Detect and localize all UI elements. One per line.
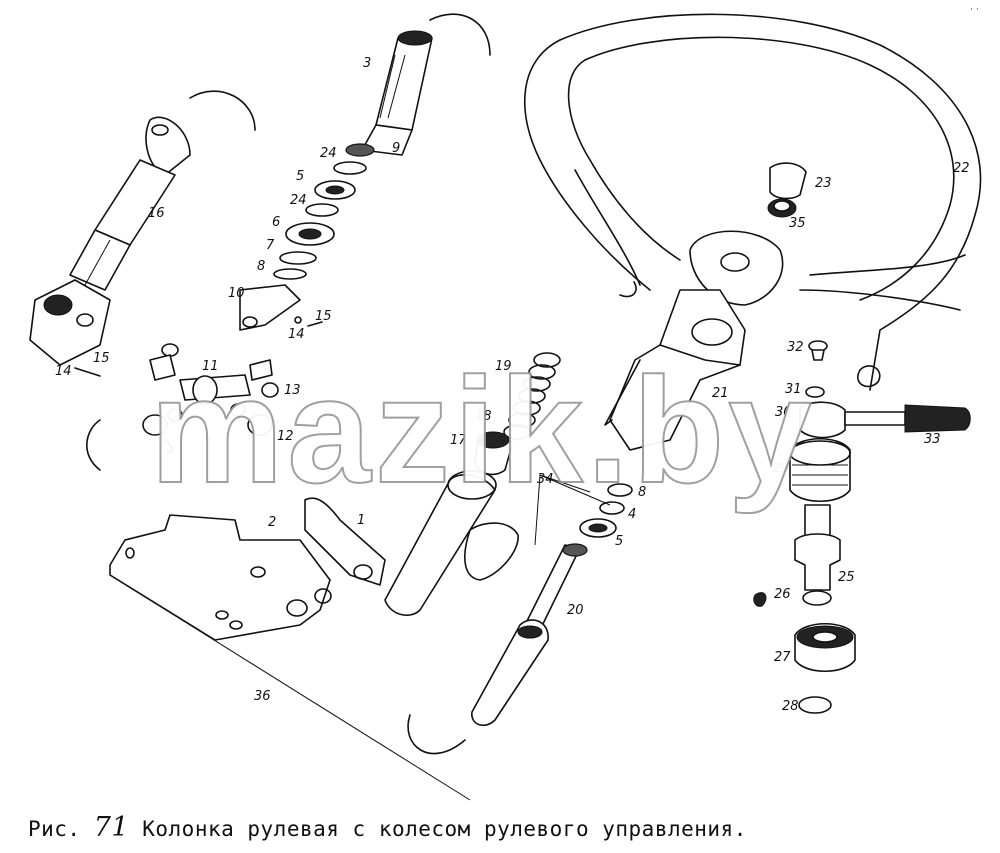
label-2: 2 bbox=[268, 515, 276, 530]
label-27: 27 bbox=[774, 650, 791, 665]
label-8a: 8 bbox=[257, 259, 265, 274]
figure-caption: Рис. 71 Колонка рулевая с колесом рулево… bbox=[28, 812, 747, 843]
label-14a: 14 bbox=[55, 364, 72, 379]
label-17: 17 bbox=[450, 433, 467, 448]
label-19: 19 bbox=[495, 359, 512, 374]
label-23: 23 bbox=[815, 176, 832, 191]
label-11: 11 bbox=[202, 359, 219, 374]
label-18: 18 bbox=[475, 409, 492, 424]
label-5b: 5 bbox=[615, 534, 623, 549]
label-33: 33 bbox=[924, 432, 941, 447]
label-15b: 15 bbox=[315, 309, 332, 324]
column-shroud bbox=[604, 289, 746, 451]
bearing-stack bbox=[239, 161, 367, 331]
label-35: 35 bbox=[789, 216, 806, 231]
label-4: 4 bbox=[628, 507, 636, 522]
caption-text: Колонка рулевая с колесом рулевого управ… bbox=[142, 817, 747, 841]
label-13: 13 bbox=[284, 383, 301, 398]
caption-prefix: Рис. bbox=[28, 817, 81, 841]
label-3: 3 bbox=[363, 56, 371, 71]
label-36: 36 bbox=[254, 689, 271, 704]
column-tube bbox=[304, 470, 519, 616]
label-21: 21 bbox=[712, 386, 729, 401]
splined-shaft bbox=[345, 30, 433, 157]
label-32: 32 bbox=[787, 340, 804, 355]
label-5a: 5 bbox=[296, 169, 304, 184]
label-7: 7 bbox=[266, 238, 275, 253]
label-28: 28 bbox=[782, 699, 799, 714]
label-6: 6 bbox=[272, 215, 280, 230]
lower-shaft bbox=[471, 474, 633, 727]
label-1: 1 bbox=[357, 513, 365, 528]
label-16: 16 bbox=[148, 206, 165, 221]
mounting-bracket bbox=[109, 514, 471, 801]
cardan-shaft bbox=[29, 116, 191, 377]
rotation-arrows bbox=[86, 13, 491, 755]
label-24b: 24 bbox=[290, 193, 307, 208]
caption-number: 71 bbox=[93, 812, 130, 843]
switch-assembly bbox=[753, 340, 971, 714]
label-20: 20 bbox=[567, 603, 584, 618]
label-8b: 8 bbox=[638, 485, 646, 500]
steering-wheel bbox=[523, 13, 982, 391]
spring bbox=[474, 352, 561, 476]
label-10: 10 bbox=[228, 286, 245, 301]
spider-cross bbox=[142, 343, 279, 454]
label-24a: 24 bbox=[320, 146, 337, 161]
label-26: 26 bbox=[774, 587, 791, 602]
label-30: 30 bbox=[775, 405, 792, 420]
corner-mark: · · bbox=[970, 5, 979, 15]
label-14b: 14 bbox=[288, 327, 305, 342]
watermark: mazik.by bbox=[149, 346, 816, 514]
label-34: 34 bbox=[537, 472, 554, 487]
label-29: 29 bbox=[772, 461, 789, 476]
label-31: 31 bbox=[785, 382, 802, 397]
label-25: 25 bbox=[838, 570, 855, 585]
label-9: 9 bbox=[392, 141, 400, 156]
label-12: 12 bbox=[277, 429, 294, 444]
label-22: 22 bbox=[953, 161, 970, 176]
part-labels: 1 2 3 4 5 5 6 7 8 8 9 10 11 12 13 14 14 … bbox=[55, 5, 979, 714]
label-15a: 15 bbox=[93, 351, 110, 366]
